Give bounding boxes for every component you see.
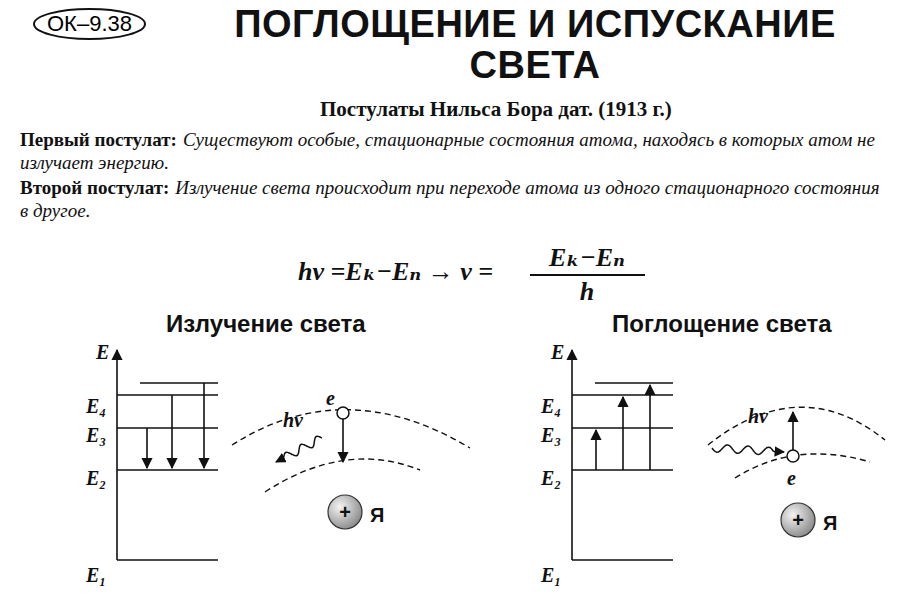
level-label: E₁ bbox=[541, 563, 561, 587]
nucleus-charge: + bbox=[339, 500, 351, 524]
energy-axis-label: E bbox=[551, 340, 564, 364]
diagram-heading: Поглощение света bbox=[612, 310, 832, 338]
nucleus-charge: + bbox=[792, 508, 804, 532]
fraction-bar bbox=[530, 274, 645, 276]
level-label: E₃ bbox=[541, 423, 561, 447]
formula: hν =Eₖ−Eₙ → ν = bbox=[298, 257, 493, 287]
nucleus-label: Я bbox=[370, 503, 384, 527]
absorption-level-diagram bbox=[572, 350, 673, 560]
postulate-paragraph: Первый постулат:Существуют особые, стаци… bbox=[20, 128, 888, 174]
formula-numerator: Eₖ−Eₙ bbox=[549, 243, 625, 273]
level-label: E₃ bbox=[86, 423, 106, 447]
emitting-atom bbox=[232, 407, 470, 529]
page-title: ПОГЛОЩЕНИЕ И ИСПУСКАНИЕ СВЕТА bbox=[185, 4, 885, 86]
level-label: E₁ bbox=[86, 563, 106, 587]
nucleus-label: Я bbox=[823, 511, 837, 535]
photon-label: hν bbox=[748, 404, 768, 428]
level-label: E₄ bbox=[86, 394, 106, 418]
postulate-heading: Второй постулат: bbox=[20, 177, 169, 198]
badge-oval: ОК–9.38 bbox=[33, 8, 146, 40]
level-label: E₂ bbox=[86, 466, 106, 490]
emission-level-diagram bbox=[117, 350, 218, 560]
level-label: E₂ bbox=[541, 466, 561, 490]
electron-label: e bbox=[326, 386, 335, 410]
formula-denominator: h bbox=[580, 277, 594, 307]
postulate-heading: Первый постулат: bbox=[20, 129, 177, 150]
level-label: E₄ bbox=[541, 394, 561, 418]
diagram-heading: Излучение света bbox=[166, 310, 366, 338]
badge-text: ОК–9.38 bbox=[33, 8, 146, 40]
subtitle: Постулаты Нильса Бора дат. (1913 г.) bbox=[320, 97, 672, 122]
electron-label: e bbox=[787, 466, 796, 490]
energy-axis-label: E bbox=[96, 340, 109, 364]
absorbing-atom bbox=[708, 407, 885, 537]
photon-label: hν bbox=[283, 408, 303, 432]
postulate-paragraph: Второй постулат:Излучение света происход… bbox=[20, 176, 888, 222]
oval-border bbox=[34, 9, 145, 39]
